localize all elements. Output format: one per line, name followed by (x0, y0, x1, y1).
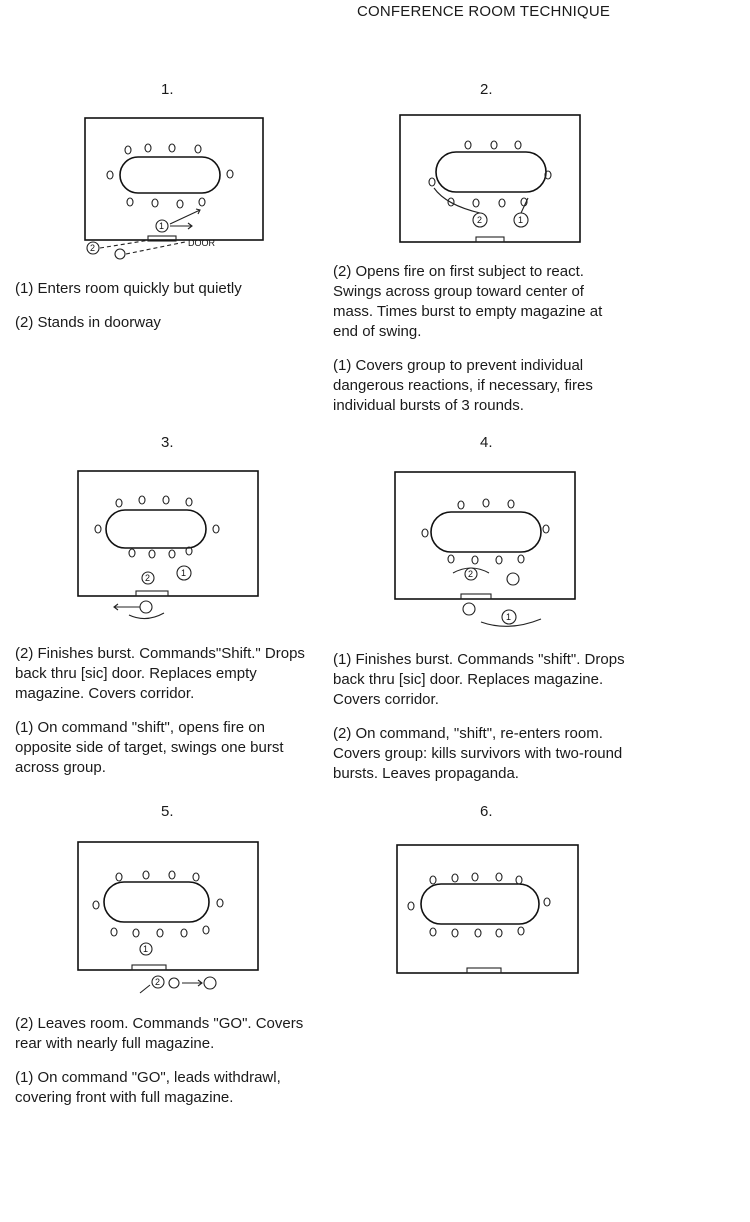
panel-3-text: (2) Finishes burst. Commands"Shift." Dro… (15, 644, 307, 792)
diagram-1: 1 2 DOOR (84, 117, 264, 260)
diagram-1-person-1-label: 1 (159, 221, 164, 231)
diagram-5: 1 2 (77, 841, 259, 994)
diagram-1-person-2-label: 2 (90, 243, 95, 253)
diagram-1-door-label: DOOR (188, 238, 216, 248)
panel-4-text: (1) Finishes burst. Commands "shift". Dr… (333, 650, 625, 798)
panel-1-text: (1) Enters room quickly but quietly (2) … (15, 279, 315, 347)
panel-5-step-1: (2) Leaves room. Commands "GO". Covers r… (15, 1015, 304, 1052)
panel-2-step-1: (2) Opens fire on first subject to react… (333, 263, 603, 340)
panel-number-5: 5. (161, 803, 174, 820)
panel-5-text: (2) Leaves room. Commands "GO". Covers r… (15, 1014, 307, 1122)
diagram-4: 2 1 (394, 471, 576, 627)
panel-number-6: 6. (480, 803, 493, 820)
panel-4-step-1: (1) Finishes burst. Commands "shift". Dr… (333, 651, 625, 708)
panel-5-step-2: (1) On command "GO", leads withdrawl, co… (15, 1069, 281, 1106)
panel-number-4: 4. (480, 434, 493, 451)
diagram-2-person-2-label: 2 (477, 215, 482, 225)
panel-2-step-2: (1) Covers group to prevent individual d… (333, 357, 593, 414)
diagram-4-person-1-label: 1 (506, 612, 511, 622)
panel-number-2: 2. (480, 81, 493, 98)
panel-3-step-1: (2) Finishes burst. Commands"Shift." Dro… (15, 645, 305, 702)
diagram-4-person-2-label: 2 (468, 569, 473, 579)
diagram-3: 2 1 (77, 470, 259, 620)
page-title: CONFERENCE ROOM TECHNIQUE (357, 3, 611, 20)
panel-1-step-1: (1) Enters room quickly but quietly (15, 280, 242, 297)
diagram-2-person-1-label: 1 (518, 215, 523, 225)
panel-1-step-2: (2) Stands in doorway (15, 314, 161, 331)
diagram-3-person-1-label: 1 (181, 568, 186, 578)
panel-number-1: 1. (161, 81, 174, 98)
panel-2-text: (2) Opens fire on first subject to react… (333, 262, 628, 430)
diagram-5-person-1-label: 1 (143, 944, 148, 954)
panel-3-step-2: (1) On command "shift", opens fire on op… (15, 719, 284, 776)
panel-number-3: 3. (161, 434, 174, 451)
diagram-6 (396, 844, 579, 974)
panel-4-step-2: (2) On command, "shift", re-enters room.… (333, 725, 623, 782)
diagram-5-person-2-label: 2 (155, 977, 160, 987)
diagram-2: 2 1 (399, 114, 581, 243)
diagram-3-person-2-label: 2 (145, 573, 150, 583)
